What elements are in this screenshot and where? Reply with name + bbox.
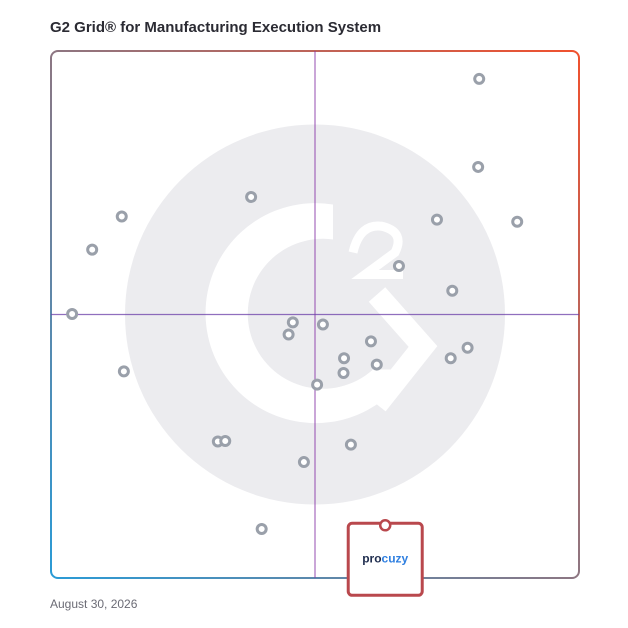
- product-marker[interactable]: [282, 328, 295, 341]
- product-marker[interactable]: [344, 438, 357, 451]
- product-marker[interactable]: [472, 160, 485, 173]
- procuzy-logo: procuzy: [362, 551, 408, 565]
- product-marker[interactable]: [286, 316, 299, 329]
- product-marker[interactable]: [430, 213, 443, 226]
- logo-part-pro: pro: [362, 551, 381, 565]
- product-marker[interactable]: [311, 378, 324, 391]
- product-marker[interactable]: [338, 352, 351, 365]
- highlighted-product[interactable]: procuzy: [346, 519, 424, 597]
- watermark-chevron: [368, 287, 438, 412]
- watermark-g-shape: [205, 203, 410, 424]
- product-marker[interactable]: [511, 215, 524, 228]
- product-marker[interactable]: [370, 358, 383, 371]
- product-marker[interactable]: [316, 318, 329, 331]
- product-marker[interactable]: [473, 72, 486, 85]
- product-marker[interactable]: [255, 522, 268, 535]
- product-marker[interactable]: [446, 284, 459, 297]
- product-marker[interactable]: [117, 365, 130, 378]
- product-marker[interactable]: [219, 434, 232, 447]
- product-marker[interactable]: [115, 210, 128, 223]
- product-marker[interactable]: [364, 335, 377, 348]
- watermark-two: [348, 221, 403, 279]
- product-marker[interactable]: [392, 260, 405, 273]
- product-marker[interactable]: [66, 307, 79, 320]
- product-marker[interactable]: [461, 341, 474, 354]
- product-marker[interactable]: [297, 456, 310, 469]
- product-marker[interactable]: [337, 366, 350, 379]
- product-marker[interactable]: [86, 243, 99, 256]
- product-marker[interactable]: [444, 352, 457, 365]
- highlight-pin: [378, 519, 392, 532]
- product-marker[interactable]: [245, 190, 258, 203]
- logo-part-cuzy: cuzy: [382, 551, 409, 565]
- page-title: G2 Grid® for Manufacturing Execution Sys…: [50, 19, 382, 36]
- data-points: [66, 72, 524, 535]
- report-date: August 30, 2026: [50, 597, 138, 611]
